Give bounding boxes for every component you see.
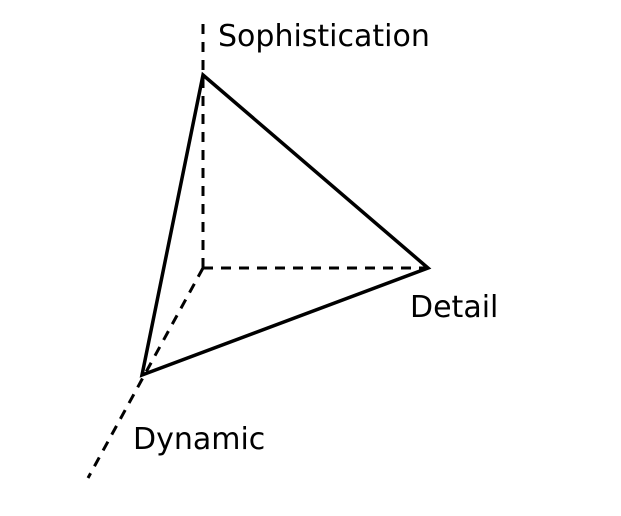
detail-label: Detail <box>410 290 498 325</box>
dynamic-axis <box>86 267 205 479</box>
sophistication-label: Sophistication <box>218 19 430 54</box>
dynamic-label: Dynamic <box>133 422 265 457</box>
triangle-face <box>139 71 432 378</box>
